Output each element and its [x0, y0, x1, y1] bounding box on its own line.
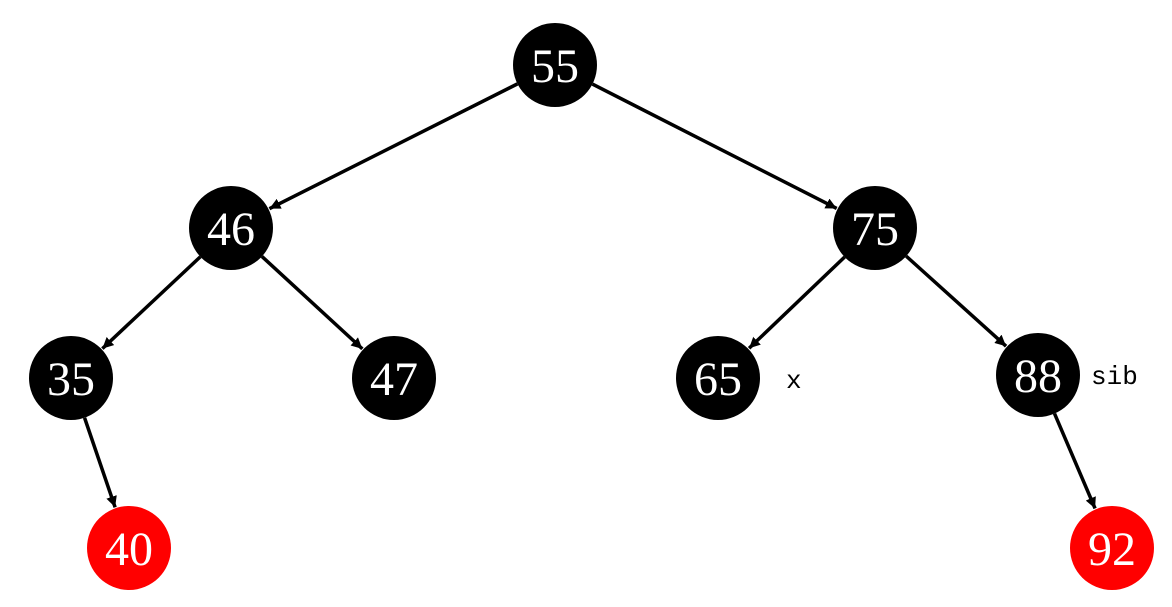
tree-node-92: 92	[1070, 506, 1154, 590]
edge-55-to-46	[268, 82, 519, 211]
node-label: 65	[694, 353, 742, 406]
tree-node-88: 88	[996, 333, 1080, 417]
node-circle-black	[996, 333, 1080, 417]
edge-46-to-35	[101, 255, 202, 350]
edge-46-to-47	[260, 255, 364, 351]
node-label: 92	[1088, 523, 1136, 576]
node-label: 55	[531, 40, 579, 93]
annotation-x: x	[786, 366, 802, 396]
node-label: 47	[370, 353, 418, 406]
node-label: 46	[207, 203, 255, 256]
node-circle-red	[87, 506, 171, 590]
node-label: 88	[1014, 350, 1062, 403]
node-circle-black	[513, 23, 597, 107]
node-circle-black	[833, 186, 917, 270]
tree-node-55: 55	[513, 23, 597, 107]
node-circle-black	[29, 336, 113, 420]
node-circle-black	[189, 186, 273, 270]
nodes: 55 46 75 35 47 65 88 40 92	[29, 23, 1154, 590]
node-circle-black	[352, 336, 436, 420]
tree-node-35: 35	[29, 336, 113, 420]
tree-node-46: 46	[189, 186, 273, 270]
edge-75-to-88	[905, 254, 1008, 348]
tree-node-65: 65	[676, 336, 760, 420]
node-label: 40	[105, 523, 153, 576]
edge-55-to-75	[591, 82, 838, 211]
edge-75-to-65	[747, 255, 846, 350]
tree-node-47: 47	[352, 336, 436, 420]
edges	[82, 82, 1097, 510]
edge-88-to-92	[1052, 412, 1097, 510]
tree-node-75: 75	[833, 186, 917, 270]
edge-35-to-40	[82, 417, 117, 508]
node-circle-black	[676, 336, 760, 420]
annotation-sib: sib	[1091, 362, 1138, 392]
node-circle-red	[1070, 506, 1154, 590]
tree-node-40: 40	[87, 506, 171, 590]
node-label: 75	[851, 203, 899, 256]
node-label: 35	[47, 353, 95, 406]
